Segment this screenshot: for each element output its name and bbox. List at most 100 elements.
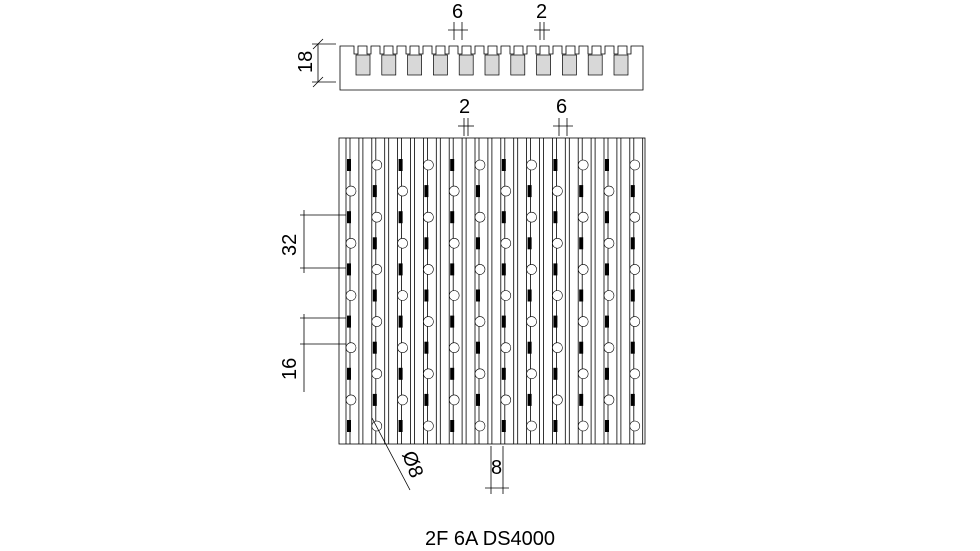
round-hole bbox=[371, 211, 383, 223]
round-hole bbox=[423, 211, 434, 223]
round-hole bbox=[500, 342, 512, 354]
round-hole bbox=[397, 394, 408, 406]
top-view-cell bbox=[458, 54, 474, 76]
dim-label-row-spacing: 32 bbox=[279, 234, 301, 256]
slot-mark bbox=[476, 237, 480, 250]
round-hole bbox=[603, 185, 615, 197]
slot-mark bbox=[347, 420, 351, 432]
round-hole bbox=[552, 394, 563, 406]
round-hole bbox=[397, 238, 408, 249]
slot-mark bbox=[553, 159, 558, 171]
round-hole bbox=[500, 394, 512, 406]
round-hole bbox=[345, 290, 357, 301]
top-view-cell bbox=[613, 54, 629, 76]
slot-mark bbox=[527, 185, 532, 198]
dim-label-top-slot-width: 6 bbox=[452, 1, 463, 23]
top-view-cell bbox=[407, 54, 422, 76]
round-hole bbox=[448, 185, 460, 197]
slot-mark bbox=[501, 263, 506, 276]
round-hole bbox=[448, 342, 460, 354]
rib-lines bbox=[345, 138, 644, 444]
slot-mark bbox=[501, 315, 506, 328]
round-hole bbox=[603, 290, 615, 301]
round-hole bbox=[397, 185, 408, 197]
round-hole bbox=[345, 185, 357, 197]
slot-mark bbox=[372, 289, 377, 302]
round-hole bbox=[474, 264, 486, 275]
slot-mark bbox=[398, 315, 403, 328]
round-hole bbox=[577, 368, 589, 380]
round-hole bbox=[603, 238, 615, 249]
slot-mark bbox=[372, 237, 377, 250]
hole-diameter-leader bbox=[371, 417, 411, 491]
round-hole bbox=[448, 394, 460, 406]
slot-mark bbox=[579, 237, 584, 250]
round-hole bbox=[423, 368, 434, 380]
slot-mark bbox=[605, 367, 609, 380]
top-view-cell bbox=[536, 54, 551, 76]
top-view-cell bbox=[587, 54, 603, 76]
slot-mark bbox=[476, 393, 480, 406]
dim-label-hole-diameter: Ø8 bbox=[397, 448, 427, 481]
slot-mark bbox=[424, 185, 429, 198]
slot-mark bbox=[476, 341, 480, 354]
round-hole bbox=[474, 368, 486, 380]
slot-mark bbox=[450, 211, 455, 224]
slot-mark bbox=[398, 211, 403, 224]
slot-mark bbox=[424, 237, 429, 250]
hole-pattern bbox=[345, 159, 641, 432]
slot-mark bbox=[347, 367, 351, 380]
round-hole bbox=[577, 420, 589, 432]
slot-mark bbox=[527, 237, 532, 250]
slot-mark bbox=[450, 420, 455, 432]
round-hole bbox=[526, 316, 537, 327]
slot-mark bbox=[372, 185, 377, 198]
slot-mark bbox=[347, 159, 351, 171]
slot-mark bbox=[579, 341, 584, 354]
top-view-cell bbox=[484, 54, 500, 76]
slot-mark bbox=[630, 185, 635, 198]
slot-mark bbox=[553, 420, 558, 432]
slot-mark bbox=[605, 420, 609, 432]
round-hole bbox=[526, 211, 537, 223]
slot-mark bbox=[553, 315, 558, 328]
round-hole bbox=[577, 211, 589, 223]
round-hole bbox=[526, 264, 537, 275]
round-hole bbox=[423, 420, 434, 432]
top-view-cell bbox=[510, 54, 526, 76]
round-hole bbox=[552, 342, 563, 354]
round-hole bbox=[629, 316, 641, 327]
top-view-cell bbox=[562, 54, 577, 76]
slot-mark bbox=[424, 341, 429, 354]
round-hole bbox=[448, 290, 460, 301]
round-hole bbox=[345, 394, 357, 406]
round-hole bbox=[371, 368, 383, 380]
round-hole bbox=[474, 211, 486, 223]
slot-mark bbox=[450, 159, 455, 171]
top-view-cell bbox=[433, 54, 448, 76]
slot-mark bbox=[501, 367, 506, 380]
slot-mark bbox=[527, 341, 532, 354]
slot-mark bbox=[630, 289, 635, 302]
slot-mark bbox=[398, 420, 403, 432]
round-hole bbox=[500, 185, 512, 197]
round-hole bbox=[474, 316, 486, 327]
front-view bbox=[300, 118, 646, 494]
dim-label-pitch: 8 bbox=[491, 457, 502, 479]
slot-mark bbox=[347, 211, 351, 224]
slot-mark bbox=[579, 289, 584, 302]
slot-mark bbox=[553, 263, 558, 276]
slot-mark bbox=[553, 211, 558, 224]
slot-mark bbox=[579, 185, 584, 198]
slot-mark bbox=[630, 393, 635, 406]
slot-mark bbox=[398, 263, 403, 276]
slot-mark bbox=[630, 341, 635, 354]
round-hole bbox=[474, 159, 486, 171]
round-hole bbox=[629, 368, 641, 380]
dim-label-front-gap: 2 bbox=[459, 96, 470, 118]
slot-mark bbox=[424, 393, 429, 406]
round-hole bbox=[423, 264, 434, 275]
top-view-filled-cells bbox=[355, 54, 629, 76]
slot-mark bbox=[450, 315, 455, 328]
round-hole bbox=[603, 342, 615, 354]
